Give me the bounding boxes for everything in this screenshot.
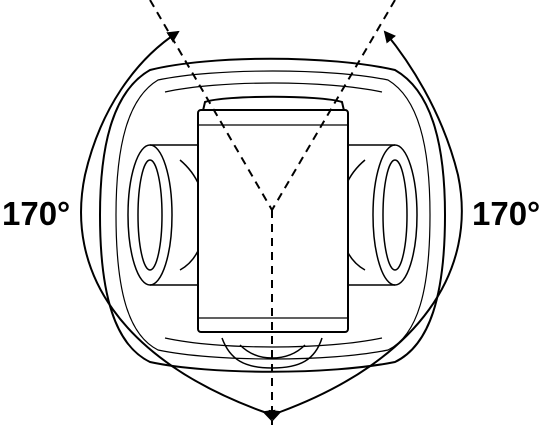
rotation-arcs [80,30,463,422]
left-rotation-arc [80,30,276,422]
left-cylinder-face [127,144,173,286]
housing-top-rim [164,82,383,93]
left-cylinder-inner [137,159,163,271]
right-rotation-arc [268,30,463,422]
right-angle-label: 170° [472,195,540,232]
left-cylinder [127,144,206,286]
housing-bottom-rim [164,337,383,348]
right-cylinder [339,144,418,286]
right-cylinder-face [372,144,418,286]
right-cylinder-inner [382,159,408,271]
left-angle-label: 170° [2,195,70,232]
view-lines [149,0,396,425]
